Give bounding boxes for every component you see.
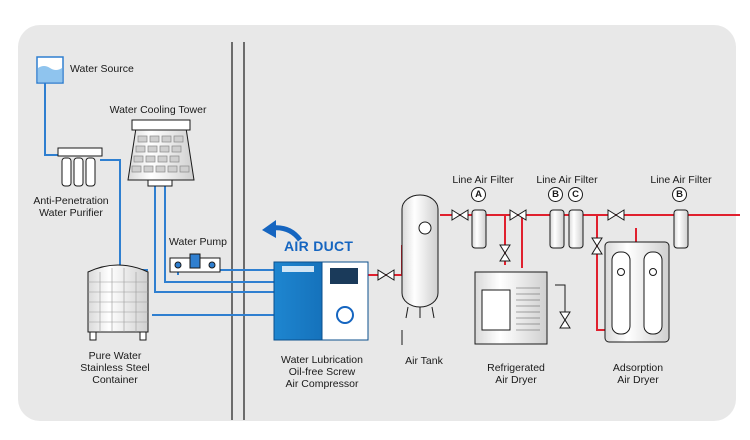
filter-grade-b-2: B [672, 187, 687, 202]
compressor-label-line3: Air Compressor [285, 378, 359, 390]
line-filter-label-3: Line Air Filter [650, 174, 712, 186]
air-tank-label: Air Tank [405, 355, 443, 367]
wall [231, 42, 245, 420]
background-panel [18, 25, 736, 421]
refrigerated-dryer-label-line1: Refrigerated [487, 362, 545, 374]
water-source-tank [36, 56, 64, 84]
refrigerated-dryer-label-line2: Air Dryer [495, 374, 537, 386]
line-filters [471, 209, 689, 249]
purifier-label-line1: Anti-Penetration [33, 195, 109, 207]
line-filter-label-2: Line Air Filter [536, 174, 598, 186]
adsorption-dryer [604, 241, 670, 343]
purifier-label-line2: Water Purifier [39, 207, 103, 219]
filter-grade-c: C [568, 187, 583, 202]
filter-grade-b: B [548, 187, 563, 202]
cooling-tower-label: Water Cooling Tower [109, 104, 207, 116]
container-label-line2: Stainless Steel [80, 362, 150, 374]
water-pump [169, 253, 221, 273]
air-duct-label: AIR DUCT [284, 238, 354, 254]
compressor-side-label: OIL-FREE [321, 279, 331, 321]
line-filter-label-1: Line Air Filter [452, 174, 514, 186]
water-pump-label: Water Pump [169, 236, 227, 248]
filter-grade-a: A [471, 187, 486, 202]
adsorption-dryer-label-line1: Adsorption [612, 362, 664, 374]
water-source-label: Water Source [70, 63, 134, 75]
compressor-label-line1: Water Lubrication [281, 354, 363, 366]
air-tank [401, 194, 439, 319]
compressor-label-line2: Oil-free Screw [288, 366, 356, 378]
cooling-tower [127, 119, 195, 187]
air-duct-arrow [262, 220, 303, 242]
pure-water-container [87, 264, 149, 341]
adsorption-dryer-label-line2: Air Dryer [617, 374, 659, 386]
refrigerated-dryer [474, 271, 548, 345]
water-purifier [57, 147, 103, 187]
container-label-line1: Pure Water [88, 350, 142, 362]
air-compressor [273, 261, 369, 341]
container-label-line3: Container [92, 374, 138, 386]
valves [377, 209, 625, 329]
